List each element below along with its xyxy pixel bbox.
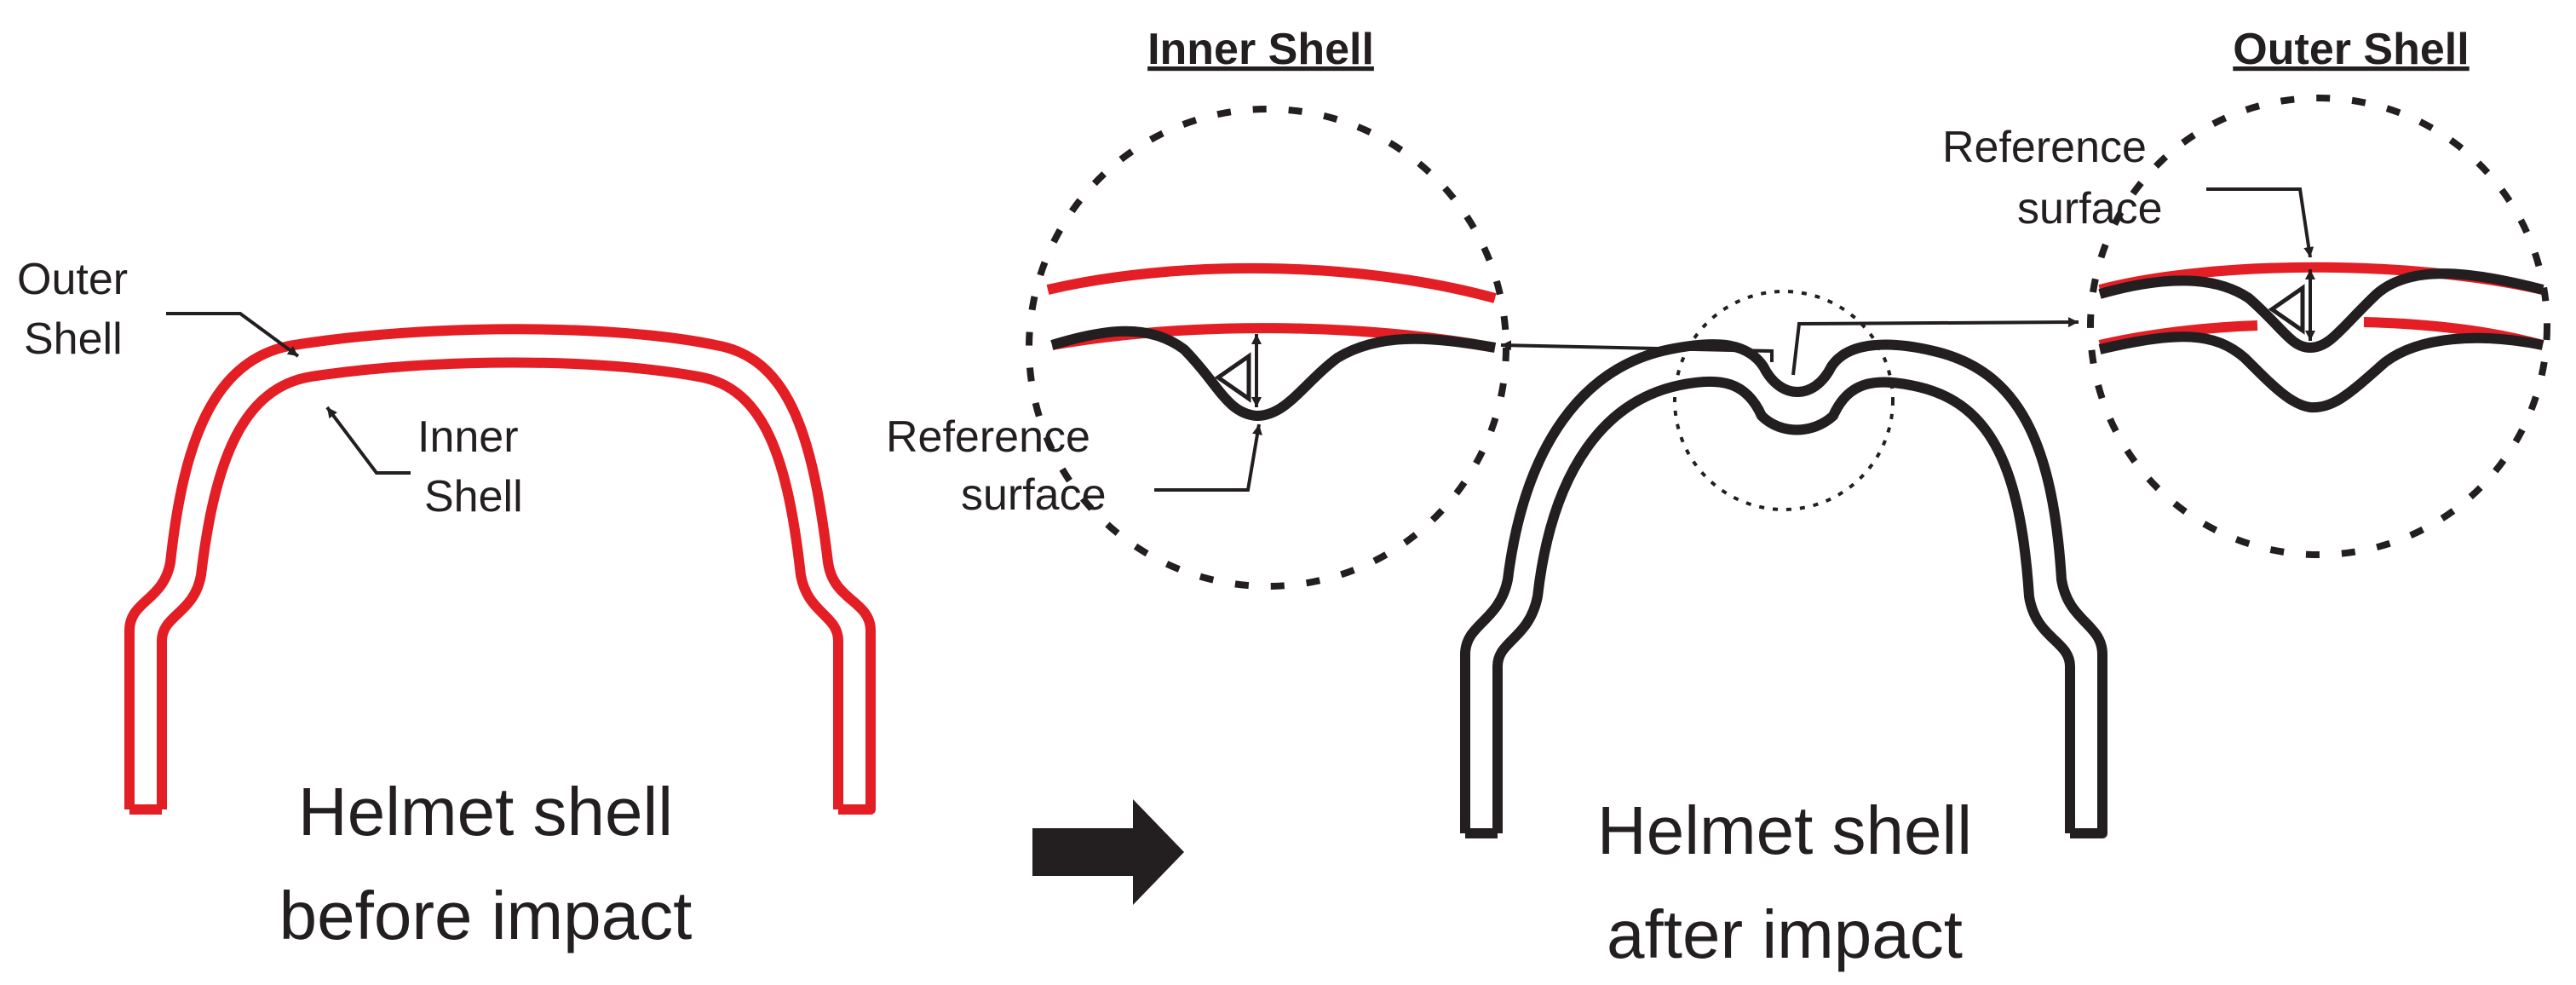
outer-shell-detail-circle [2087, 95, 2550, 558]
outer-shell-label-group: Outer Shell [17, 255, 300, 364]
helmet-after-impact [1460, 339, 2107, 838]
outer-reference-label-line1: Reference [1942, 123, 2147, 172]
delta-triangle-icon [1214, 352, 1251, 403]
inner-detail-measure [1214, 334, 1262, 407]
inner-shell-after [1465, 376, 2075, 838]
inner-reference-pointer [1154, 423, 1262, 492]
delta-triangle-icon-outer [2268, 284, 2305, 335]
after-impact-caption-line1: Helmet shell [1597, 792, 1972, 868]
outer-detail-measure [2268, 269, 2315, 341]
inner-detail-outer-line [1046, 262, 1497, 303]
outer-shell-label-line1: Outer [17, 255, 128, 304]
outer-detail-deformed-inner [2098, 331, 2544, 413]
before-impact-caption-line2: before impact [279, 878, 693, 953]
outer-shell-after [1460, 339, 2107, 838]
outer-shell-detail-title: Outer Shell [2233, 25, 2469, 74]
transition-arrow-icon [1032, 799, 1184, 905]
helmet-before-impact [124, 324, 876, 815]
inner-shell-pointer [325, 406, 411, 475]
inner-shell-label-group: Inner Shell [325, 406, 523, 521]
outer-shell-detail-curves [2098, 262, 2544, 413]
outer-detail-deformed-outer [2098, 268, 2544, 354]
outer-shell-before [124, 324, 876, 815]
connector-to-inner-detail [1500, 340, 1774, 362]
inner-shell-label-line2: Shell [424, 472, 523, 521]
inner-shell-label-line1: Inner [417, 412, 519, 462]
inner-reference-label-line1: Reference [886, 412, 1090, 462]
after-impact-caption-line2: after impact [1607, 896, 1963, 972]
inner-shell-detail-title: Inner Shell [1147, 25, 1374, 74]
outer-reference-pointer [2206, 187, 2314, 258]
impact-zone-circle [1673, 290, 1895, 511]
inner-detail-deformed-line [1050, 325, 1497, 422]
connector-to-outer-detail [1791, 317, 2079, 376]
outer-shell-label-line2: Shell [24, 314, 123, 364]
inner-shell-before [129, 357, 843, 815]
before-impact-caption-line1: Helmet shell [298, 774, 673, 850]
inner-reference-label-line2: surface [961, 470, 1107, 520]
outer-reference-label-line2: surface [2017, 184, 2163, 233]
outer-shell-pointer [166, 312, 300, 358]
inner-shell-detail-curves [1046, 262, 1497, 422]
